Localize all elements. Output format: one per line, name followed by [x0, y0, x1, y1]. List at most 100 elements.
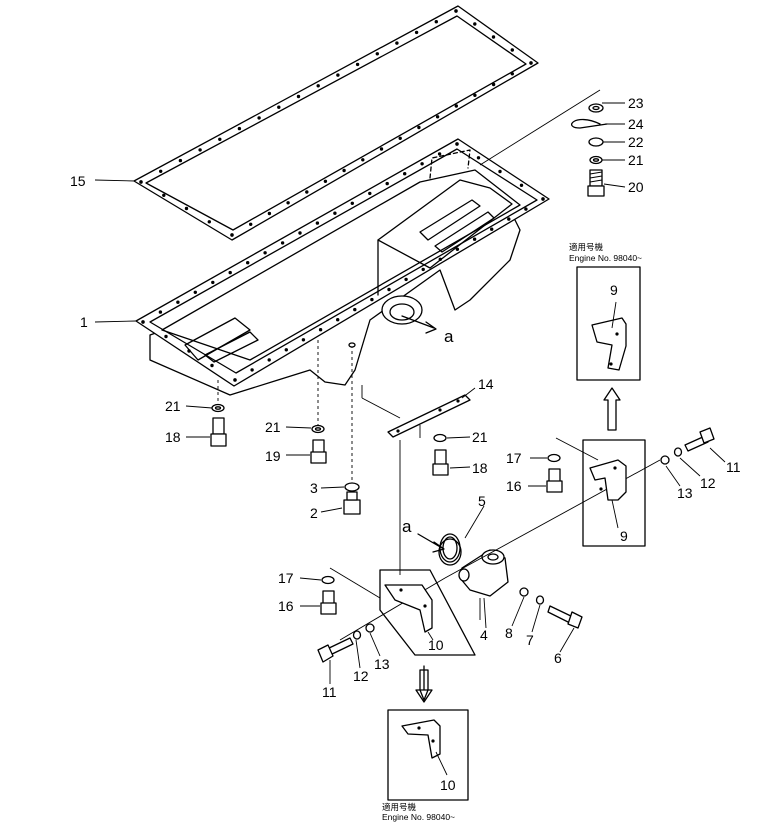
bolt-hole: [267, 211, 272, 216]
bolt-hole: [305, 190, 309, 194]
bolt-hole: [529, 61, 533, 65]
bolt-hole: [333, 211, 337, 215]
note-top-engine: Engine No. 98040~: [569, 253, 642, 263]
leader-lines: [94, 102, 726, 776]
bracket-plate: [361, 385, 471, 575]
bolt-hole: [490, 227, 494, 231]
bolt-hole: [491, 82, 496, 87]
bolt-hole: [210, 363, 214, 368]
bolt-hole: [368, 191, 372, 196]
left-fasteners: [210, 340, 361, 515]
bolt-hole: [491, 35, 496, 39]
bolt-hole: [249, 222, 253, 226]
label-2: 2: [310, 505, 318, 521]
oil-pan: [135, 138, 550, 396]
bolt-hole: [164, 334, 168, 339]
lower-bracket-group: [317, 567, 476, 703]
bolt-hole: [455, 247, 460, 251]
bolt-hole: [228, 270, 232, 275]
bolt-hole: [355, 62, 360, 67]
bolt-hole: [187, 349, 191, 353]
bolt-hole: [286, 201, 290, 205]
label-8: 8: [505, 625, 513, 641]
bolt-hole: [361, 158, 365, 162]
bolt-hole: [207, 220, 211, 224]
upper-bracket-group: [546, 387, 715, 547]
bolt-hole: [417, 125, 421, 130]
inset-top: [576, 266, 641, 381]
bolt-hole: [398, 136, 402, 140]
bolt-hole: [318, 328, 323, 332]
bolt-hole: [370, 297, 374, 302]
bolt-hole: [524, 207, 528, 211]
bolt-hole: [541, 197, 545, 201]
bolt-hole: [267, 358, 271, 362]
bolt-hole: [507, 217, 511, 221]
bolt-hole: [184, 206, 189, 211]
label-10-inset: 10: [440, 777, 456, 793]
bolt-hole: [473, 93, 477, 98]
bolt-hole: [176, 300, 180, 304]
inset-bottom: [387, 709, 469, 801]
bolt-hole: [498, 169, 502, 174]
label-13-left: 13: [374, 656, 390, 672]
label-17-right: 17: [506, 450, 522, 466]
label-1: 1: [80, 314, 88, 330]
bolt-hole: [158, 310, 163, 314]
bolt-hole: [510, 72, 514, 76]
bolt-hole: [162, 193, 166, 197]
label-14: 14: [478, 376, 494, 392]
label-21-mid: 21: [265, 419, 281, 435]
label-23: 23: [628, 95, 644, 111]
bolt-hole: [476, 156, 481, 160]
label-6: 6: [554, 650, 562, 666]
bolt-hole: [336, 318, 340, 322]
label-19: 19: [265, 448, 281, 464]
bolt-hole: [139, 180, 143, 184]
bolt-hole: [385, 181, 389, 186]
bolt-hole: [454, 104, 458, 108]
label-4: 4: [480, 627, 488, 643]
bolt-hole: [237, 126, 242, 131]
label-9-inset: 9: [610, 282, 618, 298]
label-11-right: 11: [726, 459, 741, 475]
bolt-hole: [395, 41, 399, 45]
arrow-a-top: [401, 315, 437, 334]
label-3: 3: [310, 480, 318, 496]
note-bottom-jp: 適用号機: [382, 802, 417, 812]
bolt-hole: [218, 137, 222, 141]
label-21-right: 21: [472, 429, 488, 445]
bolt-hole: [519, 183, 524, 187]
label-18-right: 18: [472, 460, 488, 476]
label-21-left: 21: [165, 398, 181, 414]
label-17-left: 17: [278, 570, 294, 586]
drain-plug-stack: [479, 89, 608, 197]
bolt-hole: [336, 73, 340, 77]
bolt-hole: [403, 172, 407, 176]
bolt-hole: [421, 267, 425, 272]
bolt-hole: [472, 237, 477, 241]
bolt-hole: [455, 142, 459, 146]
bolt-hole: [280, 241, 285, 245]
label-12-left: 12: [353, 668, 369, 684]
bolt-hole: [323, 179, 328, 183]
o-ring: [438, 538, 462, 566]
bolt-hole: [342, 168, 346, 173]
bolt-hole: [257, 116, 261, 120]
bolt-hole: [420, 162, 424, 166]
label-12-right: 12: [700, 475, 716, 491]
label-a-bottom: a: [402, 517, 412, 536]
bolt-hole: [435, 115, 440, 119]
bolt-hole: [316, 84, 320, 88]
label-a-top: a: [444, 327, 454, 346]
label-5: 5: [478, 493, 486, 509]
bolt-hole: [277, 105, 281, 109]
bolt-hole: [315, 221, 320, 225]
filter-head: [339, 459, 661, 641]
bolt-hole: [473, 22, 477, 26]
label-10-bracket: 10: [428, 637, 444, 653]
bolt-hole: [230, 233, 234, 237]
bolt-hole: [141, 320, 145, 324]
label-20: 20: [628, 179, 644, 195]
